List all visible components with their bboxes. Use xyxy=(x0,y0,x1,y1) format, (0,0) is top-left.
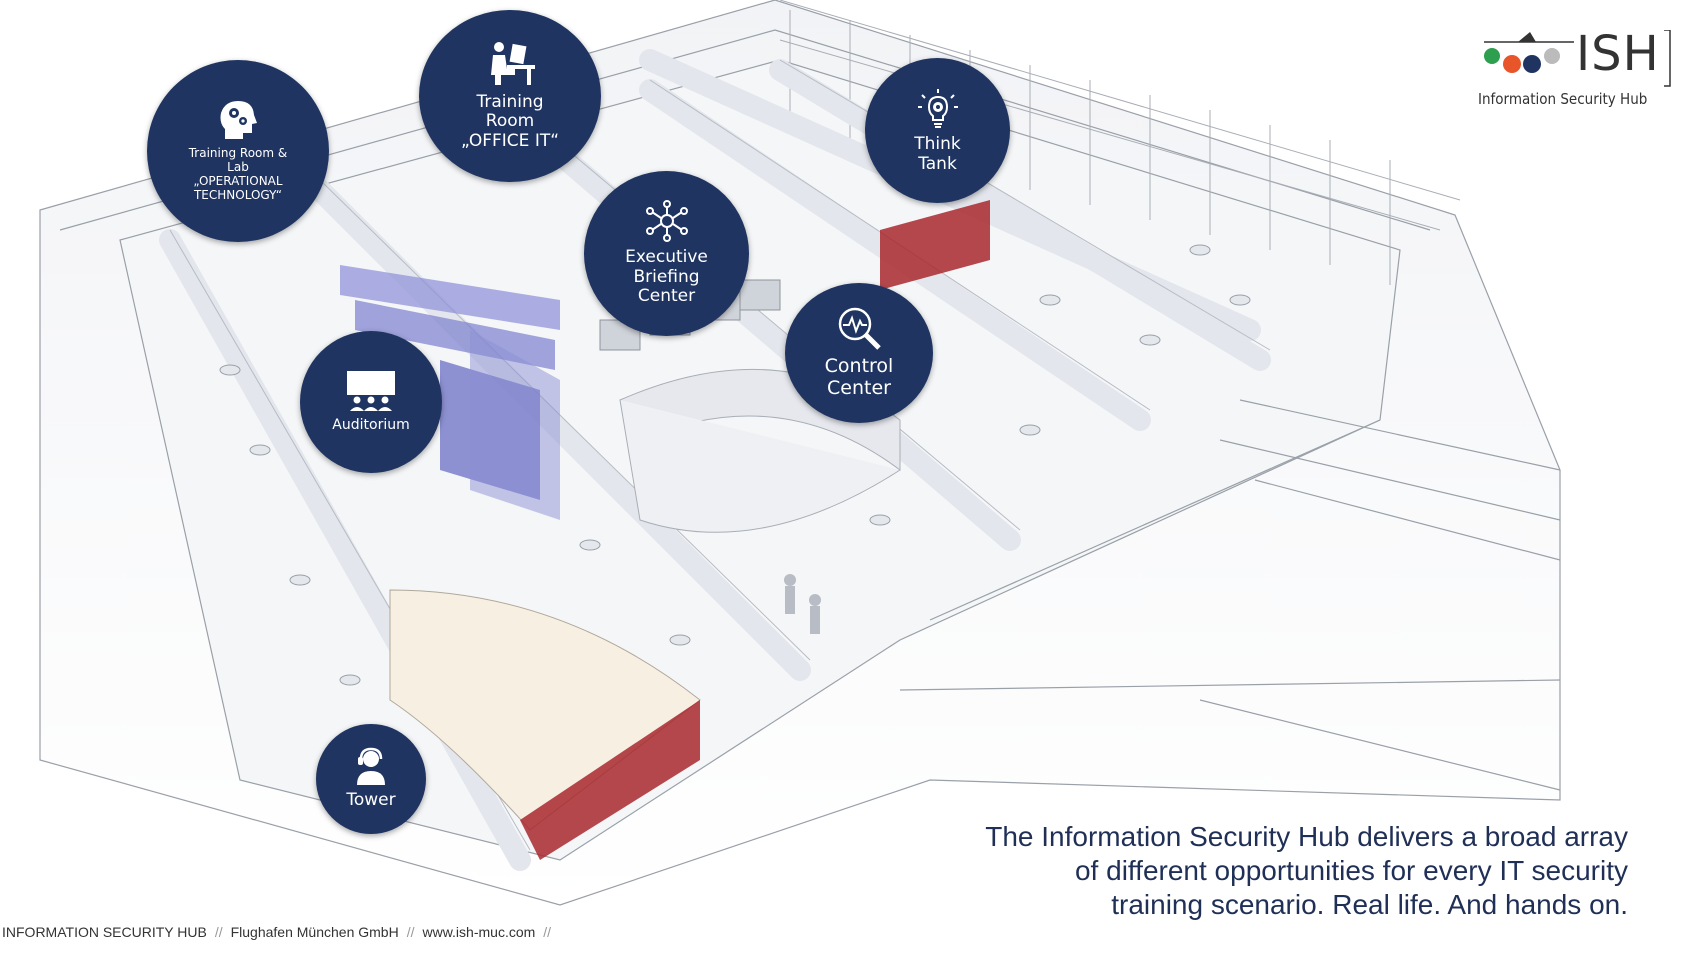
bubble-label-office-it: Training Room „OFFICE IT“ xyxy=(460,91,560,151)
footer-separator: // xyxy=(406,924,415,940)
bubble-control-center[interactable]: Control Center xyxy=(785,283,933,423)
bubble-label-control: Control Center xyxy=(824,355,894,399)
headset-operator-icon xyxy=(357,747,385,786)
bubble-label-executive: Executive Briefing Center xyxy=(625,247,708,307)
logo-bracket xyxy=(1664,30,1671,87)
presentation-audience-icon xyxy=(347,370,395,411)
footer-company: Flughafen München GmbH xyxy=(230,924,399,940)
bubble-executive-briefing-center[interactable]: Executive Briefing Center xyxy=(584,171,749,336)
bubble-label-think-tank: Think Tank xyxy=(914,133,961,174)
bubble-think-tank[interactable]: Think Tank xyxy=(865,58,1010,203)
head-gears-icon xyxy=(220,101,257,140)
airplane-dots-logo-icon xyxy=(1484,32,1574,73)
bubble-label-auditorium: Auditorium xyxy=(332,416,410,433)
network-hub-icon xyxy=(645,200,688,243)
magnifier-pulse-icon xyxy=(838,307,881,350)
logo-subtitle: Information Security Hub xyxy=(1478,90,1648,108)
footer-org: INFORMATION SECURITY HUB xyxy=(2,924,207,940)
footer: INFORMATION SECURITY HUB // Flughafen Münc… xyxy=(2,924,559,940)
bubble-auditorium[interactable]: Auditorium xyxy=(300,331,442,473)
desk-worker-icon xyxy=(491,41,535,85)
tagline-text: The Information Security Hub delivers a … xyxy=(985,821,1628,920)
lightbulb-gear-icon xyxy=(917,88,958,128)
footer-separator: // xyxy=(543,924,552,940)
footer-separator: // xyxy=(214,924,223,940)
bubble-label-tower: Tower xyxy=(346,790,396,811)
ish-logo: ISH Information Security Hub xyxy=(1478,26,1671,116)
footer-website-link[interactable]: www.ish-muc.com xyxy=(422,924,536,940)
bubble-training-room-office-it[interactable]: Training Room „OFFICE IT“ xyxy=(419,10,601,182)
bubble-tower[interactable]: Tower xyxy=(316,724,426,834)
bubble-training-room-ot[interactable]: Training Room & Lab „OPERATIONAL TECHNOL… xyxy=(147,60,329,242)
bubble-label-ot: Training Room & Lab „OPERATIONAL TECHNOL… xyxy=(188,146,288,202)
logo-wordmark: ISH xyxy=(1576,26,1660,82)
